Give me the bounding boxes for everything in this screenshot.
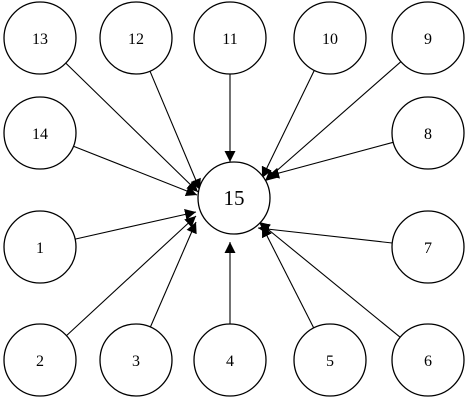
edge-3-to-15 (149, 221, 197, 328)
node-7: 7 (391, 210, 465, 284)
node-4: 4 (193, 323, 267, 397)
node-8: 8 (391, 96, 465, 170)
node-label-8: 8 (424, 126, 432, 143)
edge-8-to-15 (267, 141, 394, 179)
node-12: 12 (99, 1, 173, 75)
node-label-2: 2 (36, 353, 44, 370)
node-label-14: 14 (32, 126, 48, 143)
node-label-13: 13 (32, 31, 48, 48)
node-label-6: 6 (424, 353, 432, 370)
node-1: 1 (3, 210, 77, 284)
edge-6-to-15 (258, 221, 401, 338)
node-label-11: 11 (222, 31, 237, 48)
edge-14-to-15 (73, 145, 198, 197)
node-label-12: 12 (128, 31, 144, 48)
node-circle-12 (99, 1, 173, 75)
node-2: 2 (3, 323, 77, 397)
edge-2-to-15 (66, 215, 197, 337)
node-label-3: 3 (132, 353, 140, 370)
node-circle-6 (391, 323, 465, 397)
node-circle-10 (293, 1, 367, 75)
node-10: 10 (293, 1, 367, 75)
node-11: 11 (193, 1, 267, 75)
node-label-7: 7 (424, 240, 432, 257)
node-label-4: 4 (226, 353, 234, 370)
node-circle-5 (293, 323, 367, 397)
edge-1-to-15 (74, 209, 197, 240)
node-circle-4 (193, 323, 267, 397)
node-circle-8 (391, 96, 465, 170)
node-circle-2 (3, 323, 77, 397)
node-label-15: 15 (224, 186, 245, 210)
node-circle-7 (391, 210, 465, 284)
edge-7-to-15 (257, 223, 393, 244)
node-14: 14 (3, 96, 77, 170)
edge-10-to-15 (261, 70, 315, 179)
node-circle-9 (391, 1, 465, 75)
node-circle-11 (193, 1, 267, 75)
node-13: 13 (3, 1, 77, 75)
node-circle-15 (197, 161, 271, 235)
node-circle-13 (3, 1, 77, 75)
edge-13-to-15 (65, 62, 199, 193)
node-label-10: 10 (322, 31, 338, 48)
node-6: 6 (391, 323, 465, 397)
node-15: 15 (197, 161, 271, 235)
edge-5-to-15 (261, 225, 315, 329)
node-label-9: 9 (424, 31, 432, 48)
node-9: 9 (391, 1, 465, 75)
edge-9-to-15 (264, 61, 402, 182)
node-label-5: 5 (326, 353, 334, 370)
edge-12-to-15 (149, 70, 201, 191)
node-circle-1 (3, 210, 77, 284)
node-circle-3 (99, 323, 173, 397)
node-5: 5 (293, 323, 367, 397)
node-label-1: 1 (36, 240, 44, 257)
node-circle-14 (3, 96, 77, 170)
node-3: 3 (99, 323, 173, 397)
edge-layer (65, 61, 402, 338)
